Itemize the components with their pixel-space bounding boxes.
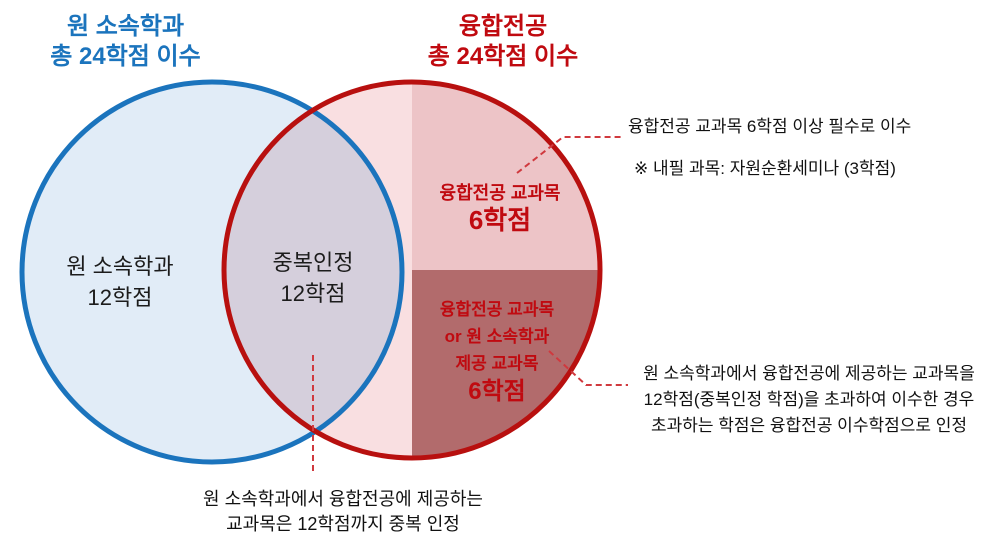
duplicate-credit-note-line2: 교과목은 12학점까지 중복 인정 bbox=[226, 514, 460, 534]
bottom-segment-label: 융합전공 교과목 or 원 소속학과 제공 교과목 6학점 bbox=[417, 296, 577, 407]
bottom-segment-line2: or 원 소속학과 bbox=[444, 327, 550, 346]
left-circle-title: 원 소속학과 총 24학점 이수 bbox=[28, 12, 223, 72]
excess-credit-note-line1: 원 소속학과에서 융합전공에 제공하는 교과목을 bbox=[643, 364, 975, 383]
left-circle-title-line1: 원 소속학과 bbox=[66, 13, 185, 40]
top-segment-credits: 6학점 bbox=[468, 205, 532, 235]
excess-credit-note: 원 소속학과에서 융합전공에 제공하는 교과목을 12학점(중복인정 학점)을 … bbox=[618, 361, 1000, 439]
left-circle-outline bbox=[19, 79, 405, 465]
excess-credit-note-line3: 초과하는 학점은 융합전공 이수학점으로 인정 bbox=[650, 416, 968, 435]
duplicate-credit-note-line1: 원 소속학과에서 융합전공에 제공하는 bbox=[203, 489, 483, 509]
bottom-segment-credits: 6학점 bbox=[468, 378, 526, 405]
required-course-note-line1: 융합전공 교과목 6학점 이상 필수로 이수 bbox=[628, 117, 912, 136]
right-circle-title-line1: 융합전공 bbox=[458, 13, 548, 40]
required-course-note: 융합전공 교과목 6학점 이상 필수로 이수 ※ 내필 과목: 자원순환세미나 … bbox=[628, 116, 911, 180]
excess-credit-note-line2: 12학점(중복인정 학점)을 초과하여 이수한 경우 bbox=[643, 390, 975, 409]
left-circle-title-line2: 총 24학점 이수 bbox=[50, 43, 201, 70]
bottom-segment-line3: 제공 교과목 bbox=[455, 354, 539, 373]
overlap-label: 중복인정 12학점 bbox=[243, 247, 383, 309]
left-circle-label: 원 소속학과 12학점 bbox=[40, 251, 200, 313]
overlap-label-line1: 중복인정 bbox=[272, 250, 354, 275]
duplicate-credit-note: 원 소속학과에서 융합전공에 제공하는 교과목은 12학점까지 중복 인정 bbox=[160, 487, 526, 537]
bottom-segment-line1: 융합전공 교과목 bbox=[439, 300, 555, 319]
right-circle-top-segment bbox=[412, 82, 600, 270]
right-circle-bottom-segment bbox=[412, 270, 600, 458]
right-circle-title: 융합전공 총 24학점 이수 bbox=[408, 12, 598, 72]
left-circle-label-line1: 원 소속학과 bbox=[66, 254, 174, 279]
right-circle-title-line2: 총 24학점 이수 bbox=[427, 43, 579, 70]
connector-bottom-segment-to-excess-note bbox=[548, 350, 628, 386]
left-circle-label-credits: 12학점 bbox=[87, 285, 153, 310]
top-segment-line1: 융합전공 교과목 bbox=[439, 183, 561, 203]
overlap-label-credits: 12학점 bbox=[280, 281, 346, 306]
overlap-lens bbox=[223, 110, 403, 432]
top-segment-label: 융합전공 교과목 6학점 bbox=[421, 181, 579, 235]
right-circle-outline bbox=[221, 79, 603, 461]
required-course-note-line2: ※ 내필 과목: 자원순환세미나 (3학점) bbox=[634, 159, 896, 178]
